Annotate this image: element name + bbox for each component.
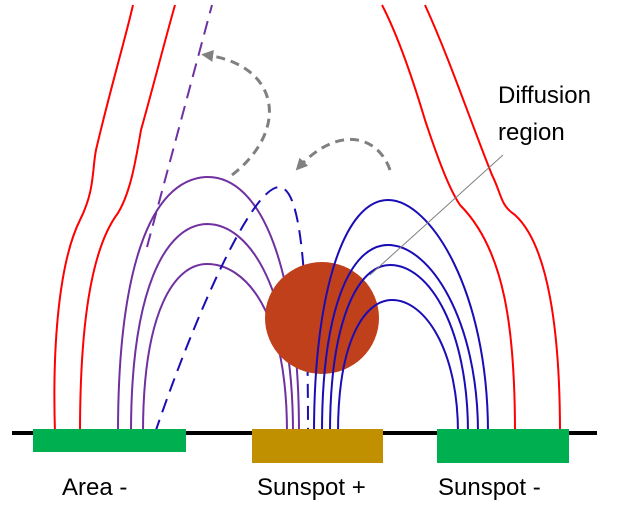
blue-loop-outer [313, 198, 489, 434]
sunspot-plus-label: Sunspot + [257, 474, 366, 501]
diffusion-label-line2: region [498, 119, 565, 146]
diffusion-label-line1: Diffusion [498, 82, 591, 109]
sunspot-minus-patch [437, 429, 569, 463]
diffusion-pointer [369, 154, 504, 276]
blue-loop-third [329, 263, 469, 434]
open-field-line-left-outer [53, 4, 134, 434]
blue-loop-inner [337, 298, 459, 434]
open-field-lines [53, 4, 561, 434]
area-minus-patch [33, 429, 186, 452]
inflow-arrows [201, 50, 392, 177]
reconnected-open-line [146, 4, 213, 248]
open-field-line-left-inner [79, 4, 176, 434]
blue-loop-second [321, 243, 479, 434]
open-field-line-right-outer [424, 4, 561, 434]
inflow-arrow-left [201, 50, 271, 177]
inflow-arrow-right [295, 138, 392, 171]
sunspot-plus-patch [252, 429, 383, 463]
sunspot-minus-label: Sunspot - [438, 474, 541, 501]
blue-loops [313, 198, 489, 434]
open-field-line-right-inner [381, 4, 516, 434]
area-minus-label: Area - [62, 474, 127, 501]
